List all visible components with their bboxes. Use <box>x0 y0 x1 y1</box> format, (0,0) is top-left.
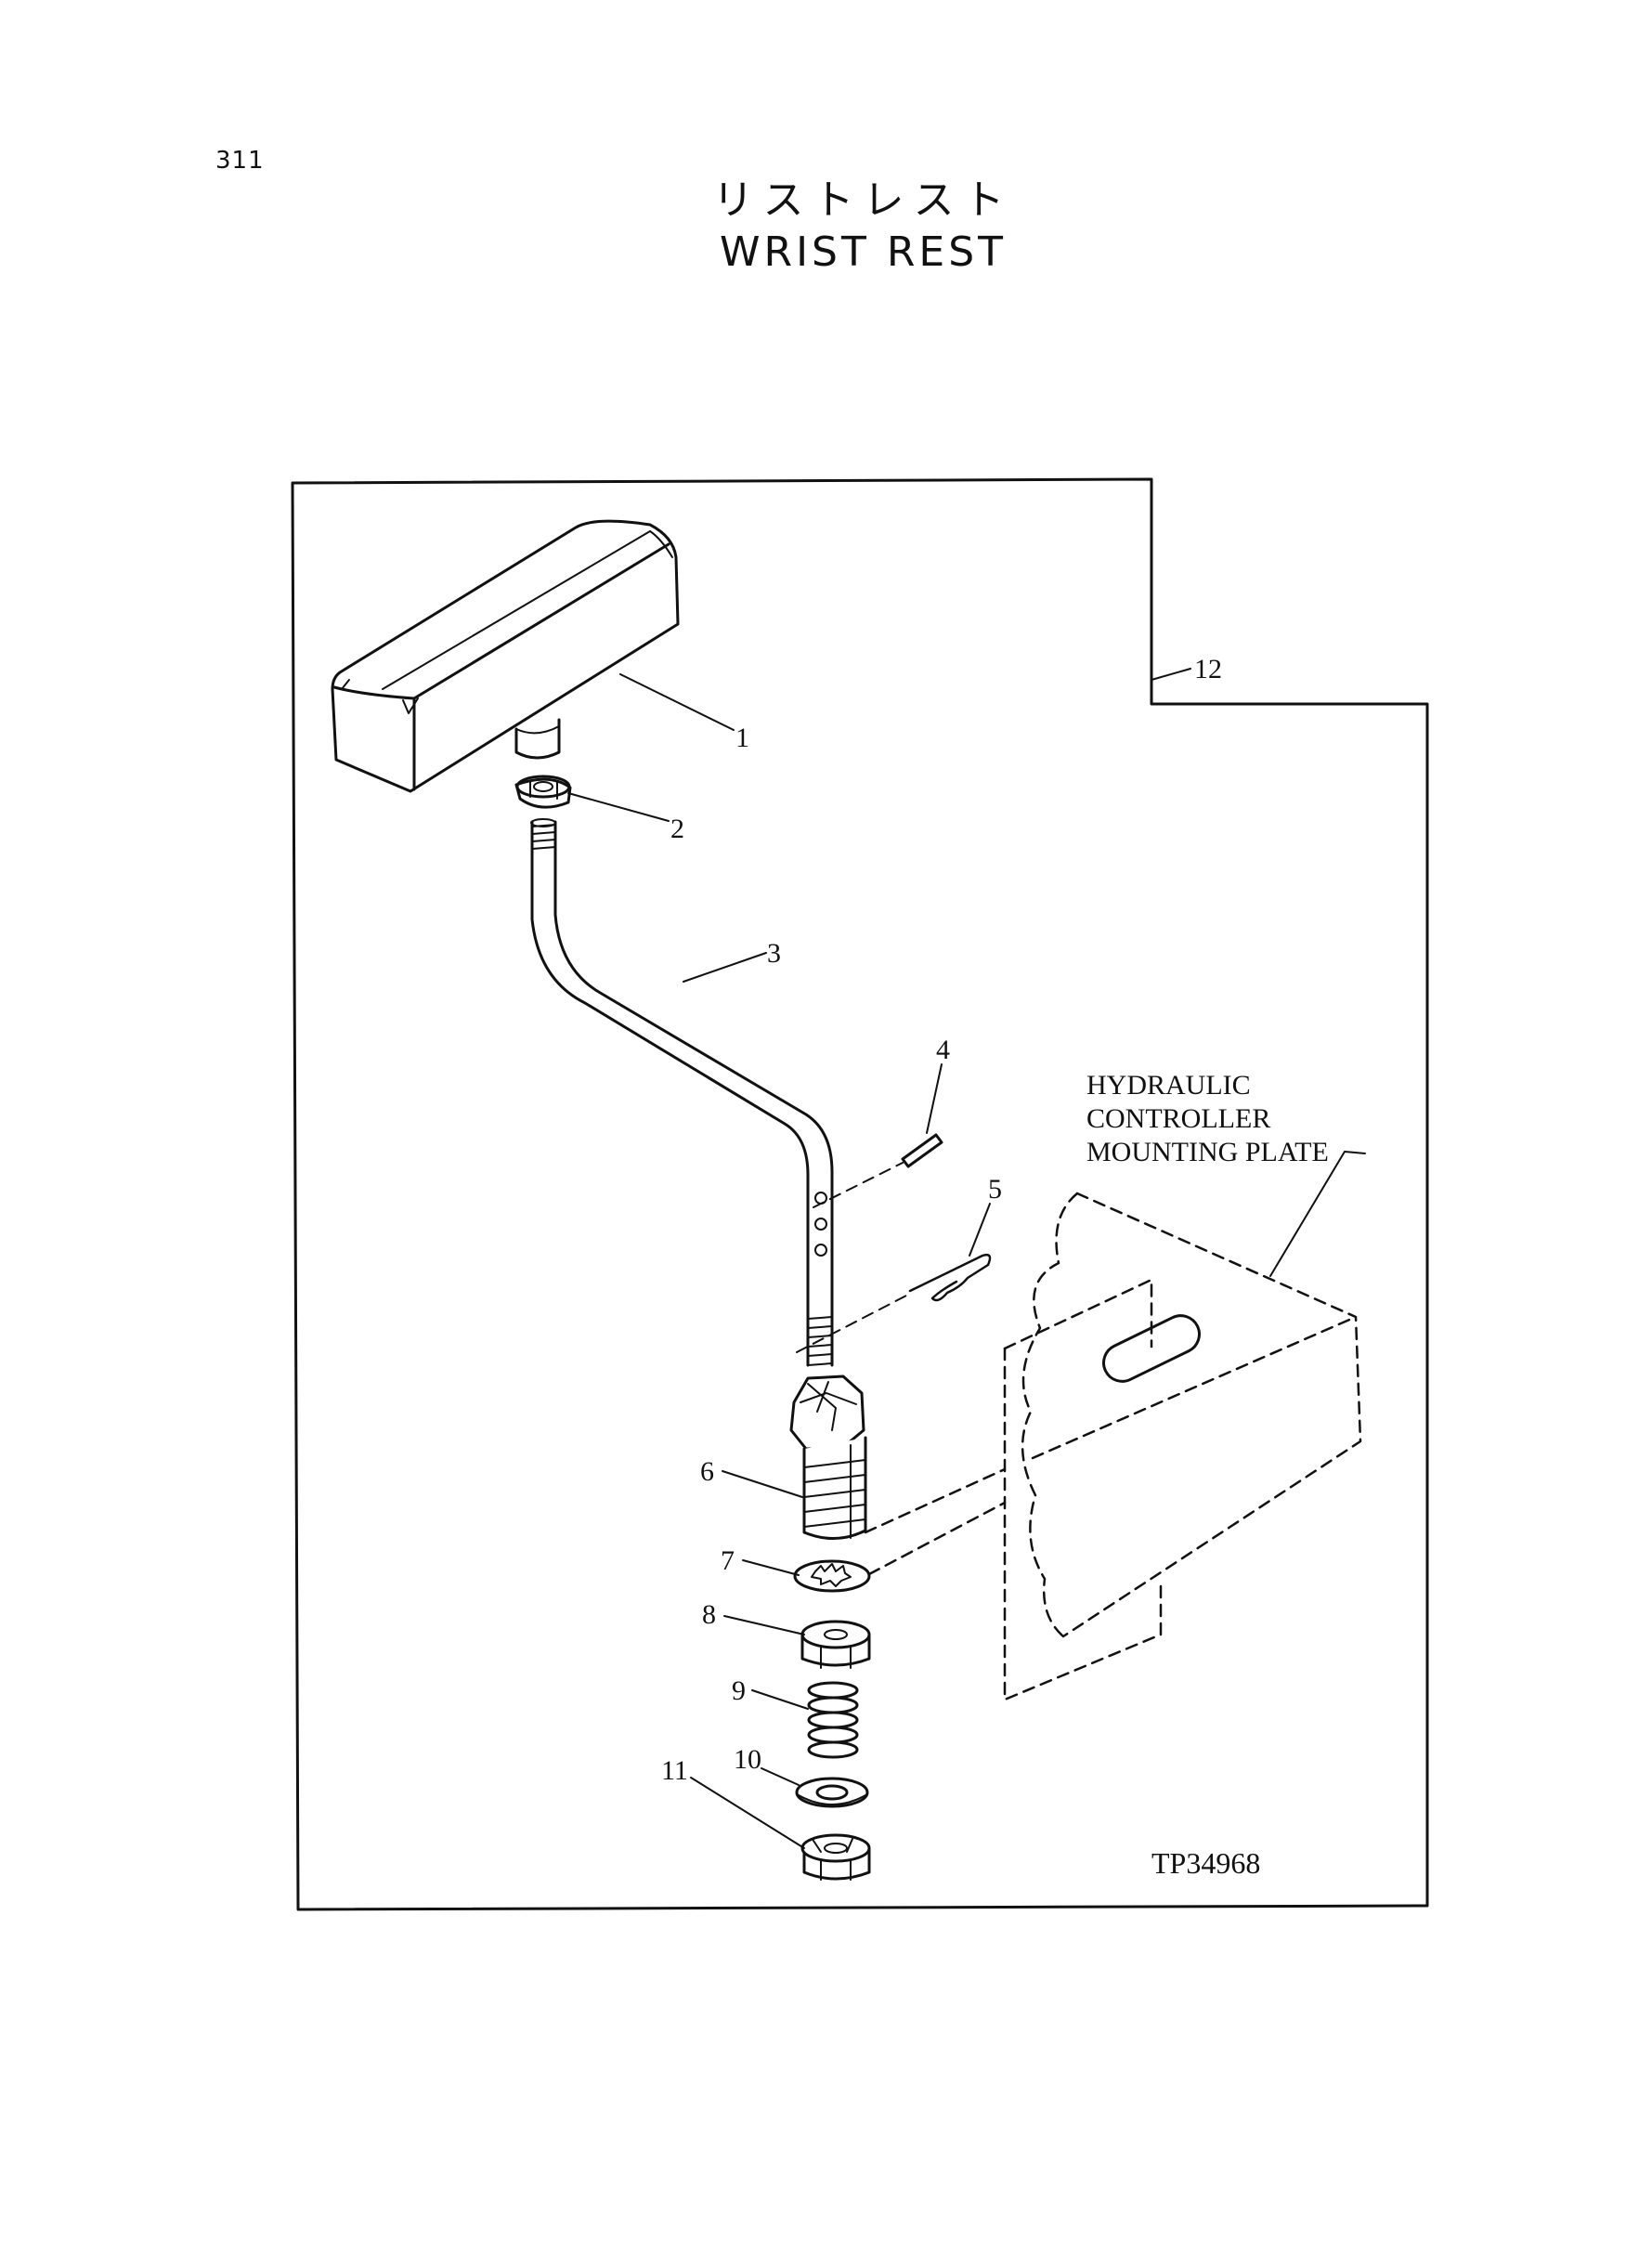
diagram-frame <box>291 477 1429 1911</box>
spring <box>807 1681 859 1759</box>
callout-11: 11 <box>661 1755 688 1786</box>
callout-9: 9 <box>732 1675 746 1706</box>
mounting-plate-slot <box>1102 1314 1201 1383</box>
callout-2: 2 <box>670 814 684 844</box>
hex-nut <box>800 1620 871 1669</box>
leader-lines <box>567 668 1366 1849</box>
title-japanese: リストレスト <box>712 176 1014 224</box>
page-title: リストレスト WRIST REST <box>0 175 1652 279</box>
callout-10: 10 <box>734 1744 761 1775</box>
callout-1: 1 <box>735 723 749 753</box>
pin <box>901 1133 943 1168</box>
note-line-3: MOUNTING PLATE <box>1086 1137 1329 1167</box>
callout-3: 3 <box>767 938 781 969</box>
callout-7: 7 <box>721 1545 735 1576</box>
pin-dashed-line <box>813 1162 904 1208</box>
bent-rod <box>530 818 834 1367</box>
callout-12: 12 <box>1194 654 1222 684</box>
callout-4: 4 <box>936 1035 950 1065</box>
castle-nut <box>800 1833 871 1881</box>
title-english: WRIST REST <box>719 228 1008 276</box>
callout-8: 8 <box>702 1599 716 1630</box>
drawing-code: TP34968 <box>1151 1846 1260 1880</box>
note-line-1: HYDRAULIC <box>1086 1070 1251 1101</box>
castle-bolt <box>789 1375 867 1541</box>
lock-washer <box>793 1559 871 1593</box>
note-line-2: CONTROLLER <box>1086 1103 1270 1134</box>
page-number: 311 <box>215 147 265 175</box>
mounting-plate <box>864 1192 1362 1701</box>
callout-5: 5 <box>988 1174 1002 1205</box>
nut-top <box>514 775 572 809</box>
flat-washer <box>795 1777 869 1808</box>
clip-dashed-line <box>796 1294 909 1353</box>
wrist-rest-pad <box>331 519 680 793</box>
callout-6: 6 <box>700 1456 714 1487</box>
hair-clip <box>908 1253 992 1302</box>
